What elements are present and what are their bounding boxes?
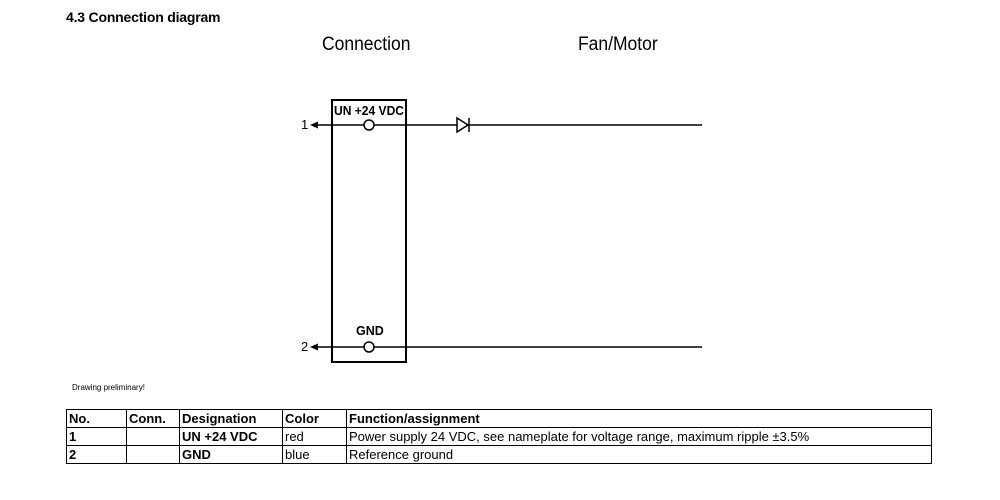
pin-2-terminal-icon: [363, 341, 375, 353]
connection-heading: Connection: [322, 34, 411, 55]
section-title: 4.3 Connection diagram: [66, 9, 221, 25]
cell-conn: [126, 445, 180, 464]
pin-1-number: 1: [301, 117, 308, 132]
cell-color: blue: [282, 445, 347, 464]
col-header-color: Color: [282, 409, 347, 428]
cell-designation: UN +24 VDC: [179, 427, 283, 446]
cell-conn: [126, 427, 180, 446]
cell-no: 1: [66, 427, 127, 446]
connection-diagram: 1 UN +24 VDC 2 GND: [301, 99, 702, 363]
col-header-conn: Conn.: [126, 409, 180, 428]
table-header-row: No. Conn. Designation Color Function/ass…: [66, 409, 932, 428]
pin-2-arrow-icon: [310, 343, 318, 351]
cell-function: Power supply 24 VDC, see nameplate for v…: [346, 427, 932, 446]
pin-1-terminal-icon: [363, 119, 375, 131]
table-row: 2 GND blue Reference ground: [66, 445, 932, 464]
col-header-no: No.: [66, 409, 127, 428]
pin-2-number: 2: [301, 339, 308, 354]
fan-motor-heading: Fan/Motor: [578, 34, 658, 55]
col-header-function: Function/assignment: [346, 409, 932, 428]
terminal-box: [331, 99, 407, 363]
connection-table: No. Conn. Designation Color Function/ass…: [66, 409, 932, 464]
cell-color: red: [282, 427, 347, 446]
cell-designation: GND: [179, 445, 283, 464]
pin-1-label: UN +24 VDC: [334, 104, 404, 118]
pin-2-label: GND: [356, 324, 384, 338]
pin-1-arrow-icon: [310, 121, 318, 129]
drawing-note: Drawing preliminary!: [72, 383, 145, 392]
cell-no: 2: [66, 445, 127, 464]
col-header-designation: Designation: [179, 409, 283, 428]
cell-function: Reference ground: [346, 445, 932, 464]
table-row: 1 UN +24 VDC red Power supply 24 VDC, se…: [66, 427, 932, 446]
diode-icon: [456, 116, 470, 134]
